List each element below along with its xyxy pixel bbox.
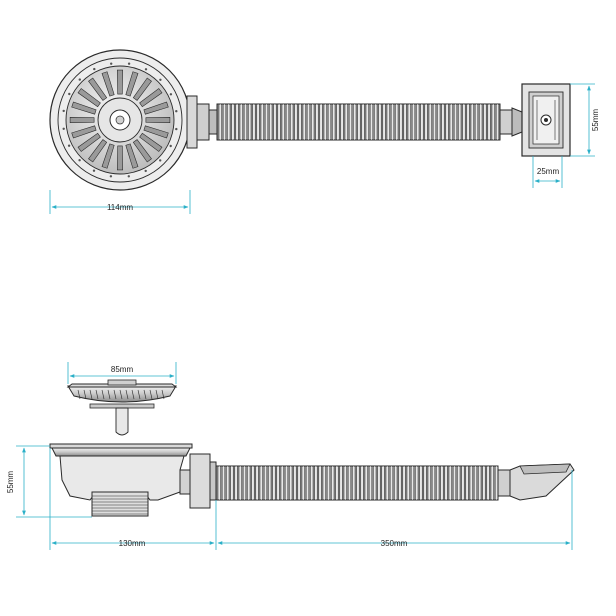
side-view: 85mm 55mm [6,362,575,550]
dimension-130: 130mm [49,448,217,550]
dimension-25: 25mm [532,156,563,188]
dimension-114: 114mm [49,190,191,214]
overflow-outlet-side [497,463,575,501]
dimension-350: 350mm [217,470,573,550]
dimension-label-130: 130mm [119,539,146,548]
waste-body-side [49,443,217,517]
dimension-label-25: 25mm [537,167,560,176]
basket-strainer [66,379,178,436]
overflow-outlet-top [521,83,571,157]
dimension-55-outlet: 55mm [570,83,600,157]
dimension-label-85: 85mm [111,365,134,374]
dimension-label-114: 114mm [107,203,133,212]
dimension-label-350: 350mm [381,539,408,548]
strainer-connector-top [186,95,218,149]
strainer-slots [62,62,178,178]
hose-end-fitting-top [499,107,523,137]
dimension-85: 85mm [67,362,177,384]
strainer-plate-top [49,49,191,191]
overflow-hose-top [216,103,501,141]
dimension-55-body: 55mm [6,445,92,518]
dimension-label-55-body: 55mm [6,471,15,494]
top-view: 114mm 55mm 25mm [49,49,600,214]
overflow-hose-side [215,465,499,501]
dimension-label-55-outlet: 55mm [591,109,600,132]
